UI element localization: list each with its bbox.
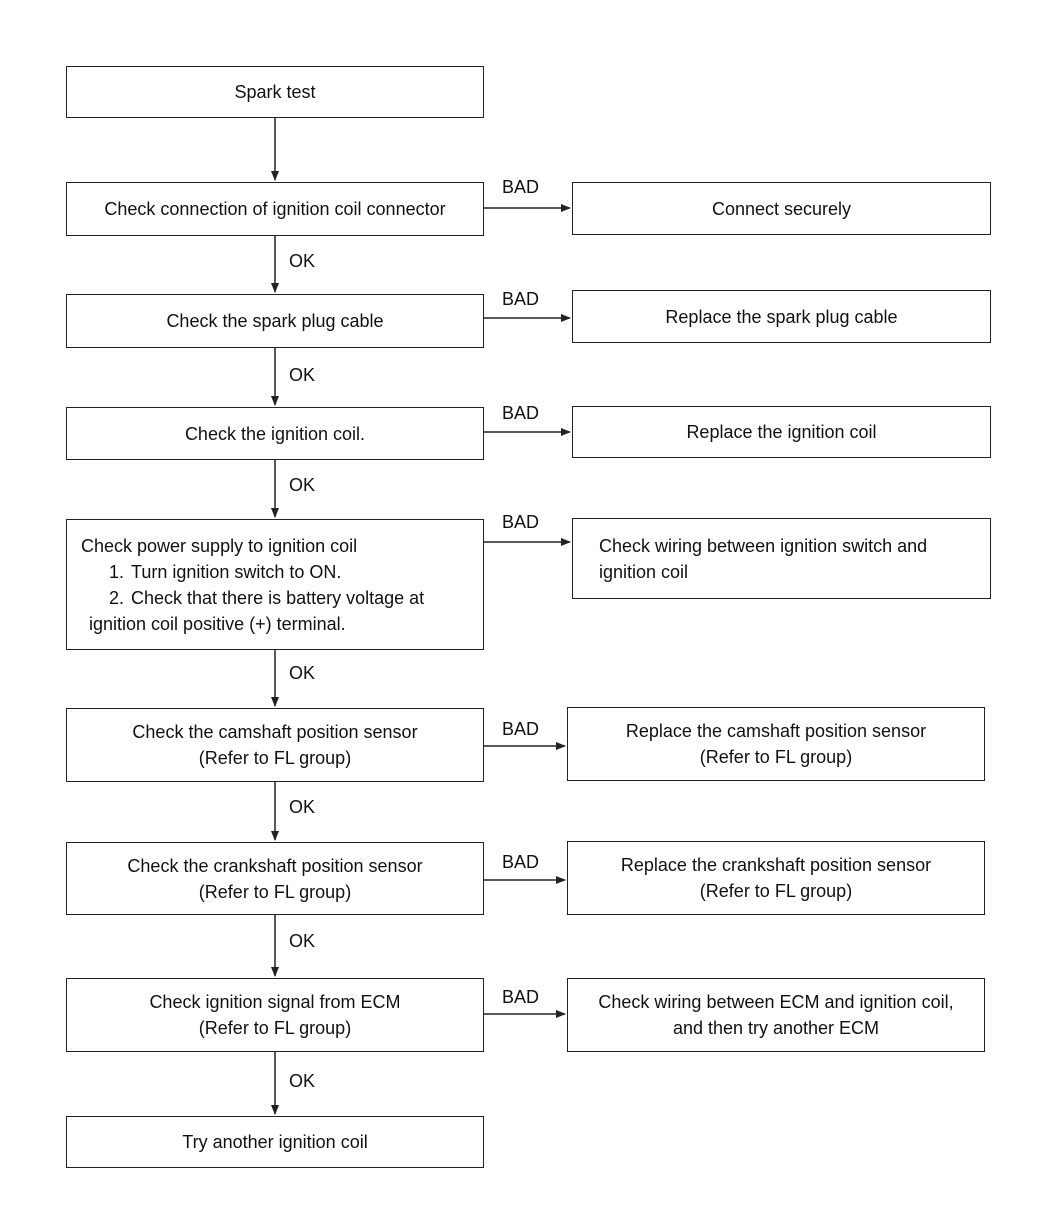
substep-number: 2.: [109, 587, 125, 608]
substep-text: Turn ignition switch to ON.: [131, 561, 342, 582]
fix-text: and then try another ECM: [672, 1018, 880, 1038]
fix-box-replace-cable: Replace the spark plug cable: [572, 290, 991, 343]
step-box-connector: Check connection of ignition coil connec…: [66, 182, 484, 236]
step-box-spark-plug-cable: Check the spark plug cable: [66, 294, 484, 348]
ok-label: OK: [289, 475, 316, 495]
step-text: (Refer to FL group): [198, 881, 352, 902]
fix-text: (Refer to FL group): [699, 881, 853, 901]
step-text: Spark test: [234, 82, 316, 102]
ok-label: OK: [289, 1071, 316, 1091]
ok-label: OK: [289, 365, 316, 385]
substep-text: Check that there is battery voltage at: [131, 587, 425, 608]
step-text: Check the spark plug cable: [166, 311, 384, 331]
fix-text: ignition coil: [599, 561, 689, 582]
bad-label: BAD: [502, 177, 540, 197]
step-text: Check the crankshaft position sensor: [127, 855, 423, 876]
fix-box-connect-securely: Connect securely: [572, 182, 991, 235]
ok-label: OK: [289, 931, 316, 951]
fix-text: Check wiring between ECM and ignition co…: [598, 992, 954, 1012]
fix-text: Replace the ignition coil: [686, 422, 877, 442]
step-box-ignition-coil: Check the ignition coil.: [66, 407, 484, 460]
fix-box-check-wiring-ecm: Check wiring between ECM and ignition co…: [567, 978, 985, 1052]
fix-text: Replace the camshaft position sensor: [625, 721, 927, 741]
fix-text: Replace the spark plug cable: [665, 306, 898, 327]
ok-label: OK: [289, 663, 316, 683]
bad-label: BAD: [502, 987, 540, 1007]
substep-number: 1.: [109, 561, 125, 582]
ok-label: OK: [289, 251, 316, 271]
substep-list: 1. Turn ignition switch to ON. 2. Check th…: [81, 559, 424, 611]
fix-box-replace-camshaft: Replace the camshaft position sensor (Re…: [567, 707, 985, 781]
step-box-crankshaft: Check the crankshaft position sensor (Re…: [66, 842, 484, 915]
substep-item: 1. Turn ignition switch to ON.: [101, 559, 424, 585]
bad-label: BAD: [502, 852, 540, 872]
fix-text: Connect securely: [711, 198, 852, 219]
step-text: Check power supply to ignition coil: [81, 535, 358, 556]
ok-label: OK: [289, 797, 316, 817]
substep-item: 2. Check that there is battery voltage at: [101, 585, 424, 611]
fix-box-check-wiring-switch: Check wiring between ignition switch and…: [572, 518, 991, 599]
step-text: Check ignition signal from ECM: [149, 992, 401, 1012]
step-box-ecm-signal: Check ignition signal from ECM (Refer to…: [66, 978, 484, 1052]
bad-label: BAD: [502, 289, 540, 309]
fix-text: (Refer to FL group): [699, 747, 853, 767]
step-text: (Refer to FL group): [198, 1018, 352, 1038]
step-text: Check connection of ignition coil connec…: [104, 199, 446, 219]
fix-text: Replace the crankshaft position sensor: [620, 855, 932, 875]
bad-label: BAD: [502, 719, 540, 739]
step-text: Check the ignition coil.: [184, 423, 366, 444]
fix-box-replace-coil: Replace the ignition coil: [572, 406, 991, 458]
bad-label: BAD: [502, 403, 540, 423]
step-text: Check the camshaft position sensor: [132, 722, 418, 742]
step-box-try-another-coil: Try another ignition coil: [66, 1116, 484, 1168]
bad-label: BAD: [502, 512, 540, 532]
step-box-camshaft: Check the camshaft position sensor (Refe…: [66, 708, 484, 782]
step-text-continued: ignition coil positive (+) terminal.: [89, 613, 346, 634]
step-box-power-supply: Check power supply to ignition coil 1. Tu…: [66, 519, 484, 650]
step-text: Try another ignition coil: [182, 1132, 368, 1152]
step-text: (Refer to FL group): [198, 748, 352, 768]
fix-box-replace-crankshaft: Replace the crankshaft position sensor (…: [567, 841, 985, 915]
fix-text: Check wiring between ignition switch and: [599, 535, 928, 556]
step-box-spark-test: Spark test: [66, 66, 484, 118]
